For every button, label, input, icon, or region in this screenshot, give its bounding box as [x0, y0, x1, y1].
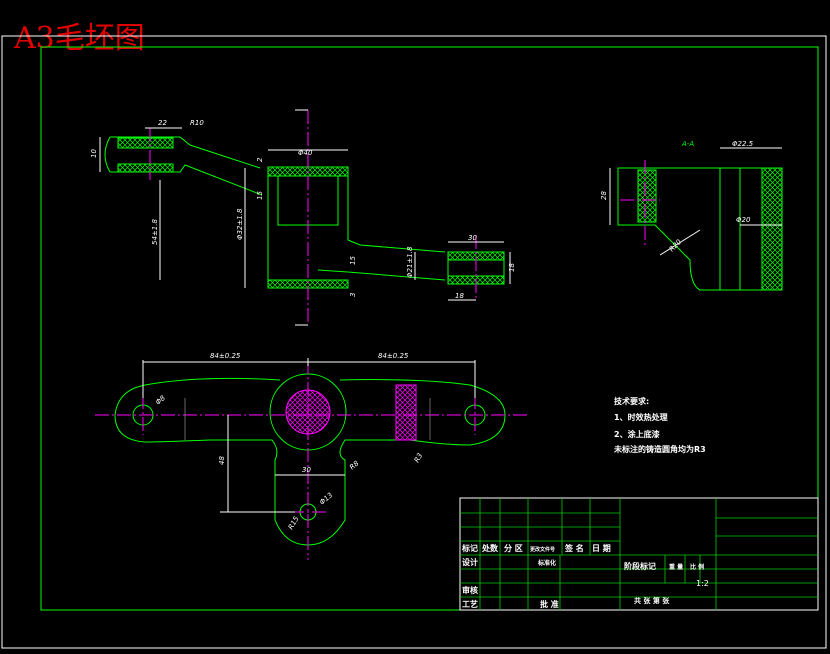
dim-15b: 15 [349, 256, 357, 265]
dim-84a: 84±0.25 [210, 352, 241, 360]
dim-84b: 84±0.25 [378, 352, 409, 360]
tb-standard: 标准化 [537, 559, 556, 567]
tb-scale: 1:2 [696, 579, 709, 588]
dim-r3: R3 [413, 452, 425, 464]
dim-18b: 18 [508, 263, 516, 272]
dim-54: 54±1.8 [151, 219, 159, 245]
tb-weight: 重 量 [669, 563, 683, 571]
dim-30: 30 [468, 234, 477, 242]
dim-22: 22 [158, 119, 167, 127]
tb-stage: 阶段标记 [624, 561, 656, 571]
tb-sign: 签 名 [564, 543, 584, 553]
dim-phi21: Φ21±1.8 [406, 246, 414, 278]
tb-approve: 批 准 [540, 599, 559, 609]
title-block [459, 497, 819, 611]
dim-r15: R15 [287, 515, 301, 531]
section-label: A-A [681, 140, 694, 148]
outer-frame [1, 35, 827, 649]
dim-phi40: Φ40 [298, 149, 313, 157]
dim-phi32: Φ32±1.8 [236, 208, 244, 240]
tb-design: 设计 [462, 557, 478, 567]
dim-2: 2 [256, 157, 264, 162]
drawing-title: A3毛坯图 [13, 21, 145, 56]
plan-view [95, 358, 530, 560]
inner-frame [40, 46, 819, 611]
dim-30-plan: 30 [302, 466, 311, 474]
dim-28: 28 [600, 191, 608, 200]
dim-r8: R8 [348, 459, 361, 471]
notes-line3: 未标注的铸造圆角均为R3 [613, 444, 706, 454]
tb-date: 日 期 [592, 543, 611, 553]
tb-count: 处数 [481, 543, 499, 553]
notes-line1: 1、时效热处理 [614, 412, 668, 422]
notes-heading: 技术要求: [614, 396, 649, 406]
tb-sheets: 共 张 第 张 [634, 596, 670, 605]
notes-line2: 2、涂上底漆 [614, 429, 660, 439]
tb-review: 审核 [462, 585, 478, 595]
tb-mark: 标记 [461, 543, 478, 553]
dim-phi20: Φ20 [736, 216, 751, 224]
front-view [99, 109, 511, 326]
dim-48: 48 [218, 456, 226, 465]
tb-process: 工艺 [462, 599, 478, 609]
dim-phi13: Φ13 [318, 491, 334, 506]
tb-zone: 分 区 [504, 543, 523, 553]
dim-3: 3 [349, 293, 357, 297]
dim-r10: R10 [190, 119, 204, 127]
section-view [609, 147, 783, 291]
tb-scale-label: 比 例 [690, 563, 704, 571]
tb-doc: 更改文件号 [530, 546, 555, 553]
dim-10: 10 [90, 149, 98, 158]
dim-15: 15 [256, 191, 264, 200]
dim-phi8: Φ8 [154, 394, 167, 407]
dim-18: 18 [455, 292, 464, 300]
dim-phi22: Φ22.5 [732, 140, 754, 148]
